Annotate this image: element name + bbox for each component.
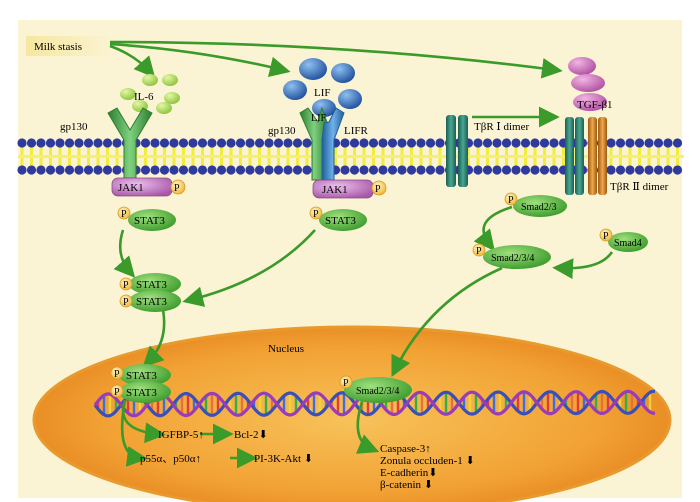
arrow-smad4-to-smad234 bbox=[552, 251, 614, 280]
arrow-milk-to-il6 bbox=[109, 44, 156, 78]
tgfb1-ligand bbox=[568, 57, 607, 111]
lif-ligand-label: LIF bbox=[314, 87, 331, 99]
arrow-stat3-dimerize-left bbox=[113, 229, 136, 278]
stat3-dimer-cytoplasm: P P STAT3 STAT3 bbox=[119, 273, 181, 312]
lif-ligand bbox=[283, 58, 362, 117]
arrow-smad23-to-smad234 bbox=[473, 205, 513, 252]
smad234-nuc-label: Smad2/3/4 bbox=[356, 386, 399, 397]
smad234-cyto-label: Smad2/3/4 bbox=[491, 253, 534, 264]
tbr1-label: TβR Ⅰ dimer bbox=[474, 121, 529, 133]
stat3-dimer-label-2: STAT3 bbox=[136, 296, 167, 308]
jak1-right-phospho: P bbox=[375, 184, 381, 195]
stat3-nucleus-label-2: STAT3 bbox=[126, 387, 157, 399]
nucleus bbox=[32, 325, 672, 502]
nucleus-label: Nucleus bbox=[268, 343, 304, 355]
lif-receptor-label: LIF bbox=[311, 113, 326, 124]
stat3-left-label: STAT3 bbox=[134, 215, 165, 227]
gp130-receptor-left bbox=[107, 107, 153, 179]
tbr2-label: TβR Ⅱ dimer bbox=[610, 181, 669, 193]
smad4-protein: P Smad4 bbox=[599, 228, 648, 252]
igfbp5-label: IGFBP-5↑ bbox=[158, 429, 204, 441]
arrow-milk-to-lif bbox=[109, 42, 291, 78]
stat3-dimer-nucleus: P P STAT3 STAT3 bbox=[110, 364, 171, 403]
p55-label: p55α、p50α↑ bbox=[140, 453, 201, 465]
stat3-nucleus-phospho-1: P bbox=[114, 369, 120, 380]
milk-stasis-label: Milk stasis bbox=[34, 41, 82, 53]
tgfb1-label: TGF-β1 bbox=[577, 99, 613, 111]
lifr-label: LIFR bbox=[344, 125, 369, 137]
smad234-cytoplasm: P Smad2/3/4 bbox=[472, 243, 551, 269]
jak1-right-label: JAK1 bbox=[322, 184, 348, 196]
jak1-left-label: JAK1 bbox=[118, 182, 144, 194]
gp130-lifr-receptor bbox=[299, 106, 345, 181]
stat3-right-monomer: P STAT3 bbox=[309, 206, 367, 231]
bcl2-label: Bcl-2⬇ bbox=[234, 429, 268, 441]
arrow-stat3-to-p55 bbox=[120, 399, 148, 467]
tbr2-dimer bbox=[565, 117, 607, 195]
stat3-dimer-phospho-1: P bbox=[123, 280, 129, 291]
arrow-milk-to-tgf bbox=[109, 40, 563, 79]
bcatenin-label: β-catenin ⬇ bbox=[380, 479, 433, 491]
stat3-left-monomer: P STAT3 bbox=[117, 206, 176, 231]
jak1-left-phospho: P bbox=[174, 183, 180, 194]
il6-label: IL-6 bbox=[134, 91, 154, 103]
smad234-nucleus: P Smad2/3/4 bbox=[339, 375, 412, 403]
stat3-nucleus-label-1: STAT3 bbox=[126, 370, 157, 382]
stat3-dimer-phospho-2: P bbox=[123, 297, 129, 308]
caspase3-label: Caspase-3↑ bbox=[380, 443, 431, 455]
stat3-dimer-label-1: STAT3 bbox=[136, 279, 167, 291]
il6-ligand bbox=[120, 74, 180, 114]
zonula-label: Zonula occluden-1 ⬇ bbox=[380, 455, 475, 467]
ecadherin-label: E-cadherin⬇ bbox=[380, 467, 437, 479]
arrow-smad234-to-nucleus bbox=[391, 266, 503, 377]
jak1-left: JAK1 P bbox=[111, 177, 186, 197]
milk-stasis-box bbox=[26, 36, 116, 56]
stat3-right-label: STAT3 bbox=[325, 215, 356, 227]
arrow-stat3-dimerize-right bbox=[182, 229, 316, 307]
smad23-label: Smad2/3 bbox=[521, 202, 557, 213]
smad234-nuc-phospho: P bbox=[343, 378, 349, 389]
stat3-left-phospho: P bbox=[121, 209, 127, 220]
smad4-label: Smad4 bbox=[614, 238, 642, 249]
stat3-nucleus-phospho-2: P bbox=[114, 387, 120, 398]
smad23-complex: P Smad2/3 bbox=[504, 192, 567, 217]
pi3k-label: PI-3K-Akt ⬇ bbox=[254, 453, 313, 465]
stat3-right-phospho: P bbox=[313, 209, 319, 220]
jak1-right: JAK1 P bbox=[312, 179, 387, 199]
smad23-phospho: P bbox=[508, 195, 514, 206]
gp130-right-label: gp130 bbox=[268, 125, 296, 137]
smad4-phospho: P bbox=[603, 231, 609, 242]
cell-membrane bbox=[17, 138, 684, 175]
tbr1-dimer bbox=[446, 115, 468, 187]
dna-helix bbox=[93, 389, 655, 418]
smad234-cyto-phospho: P bbox=[476, 246, 482, 257]
gp130-left-label: gp130 bbox=[60, 121, 88, 133]
arrow-smad234-to-targets bbox=[356, 401, 380, 454]
